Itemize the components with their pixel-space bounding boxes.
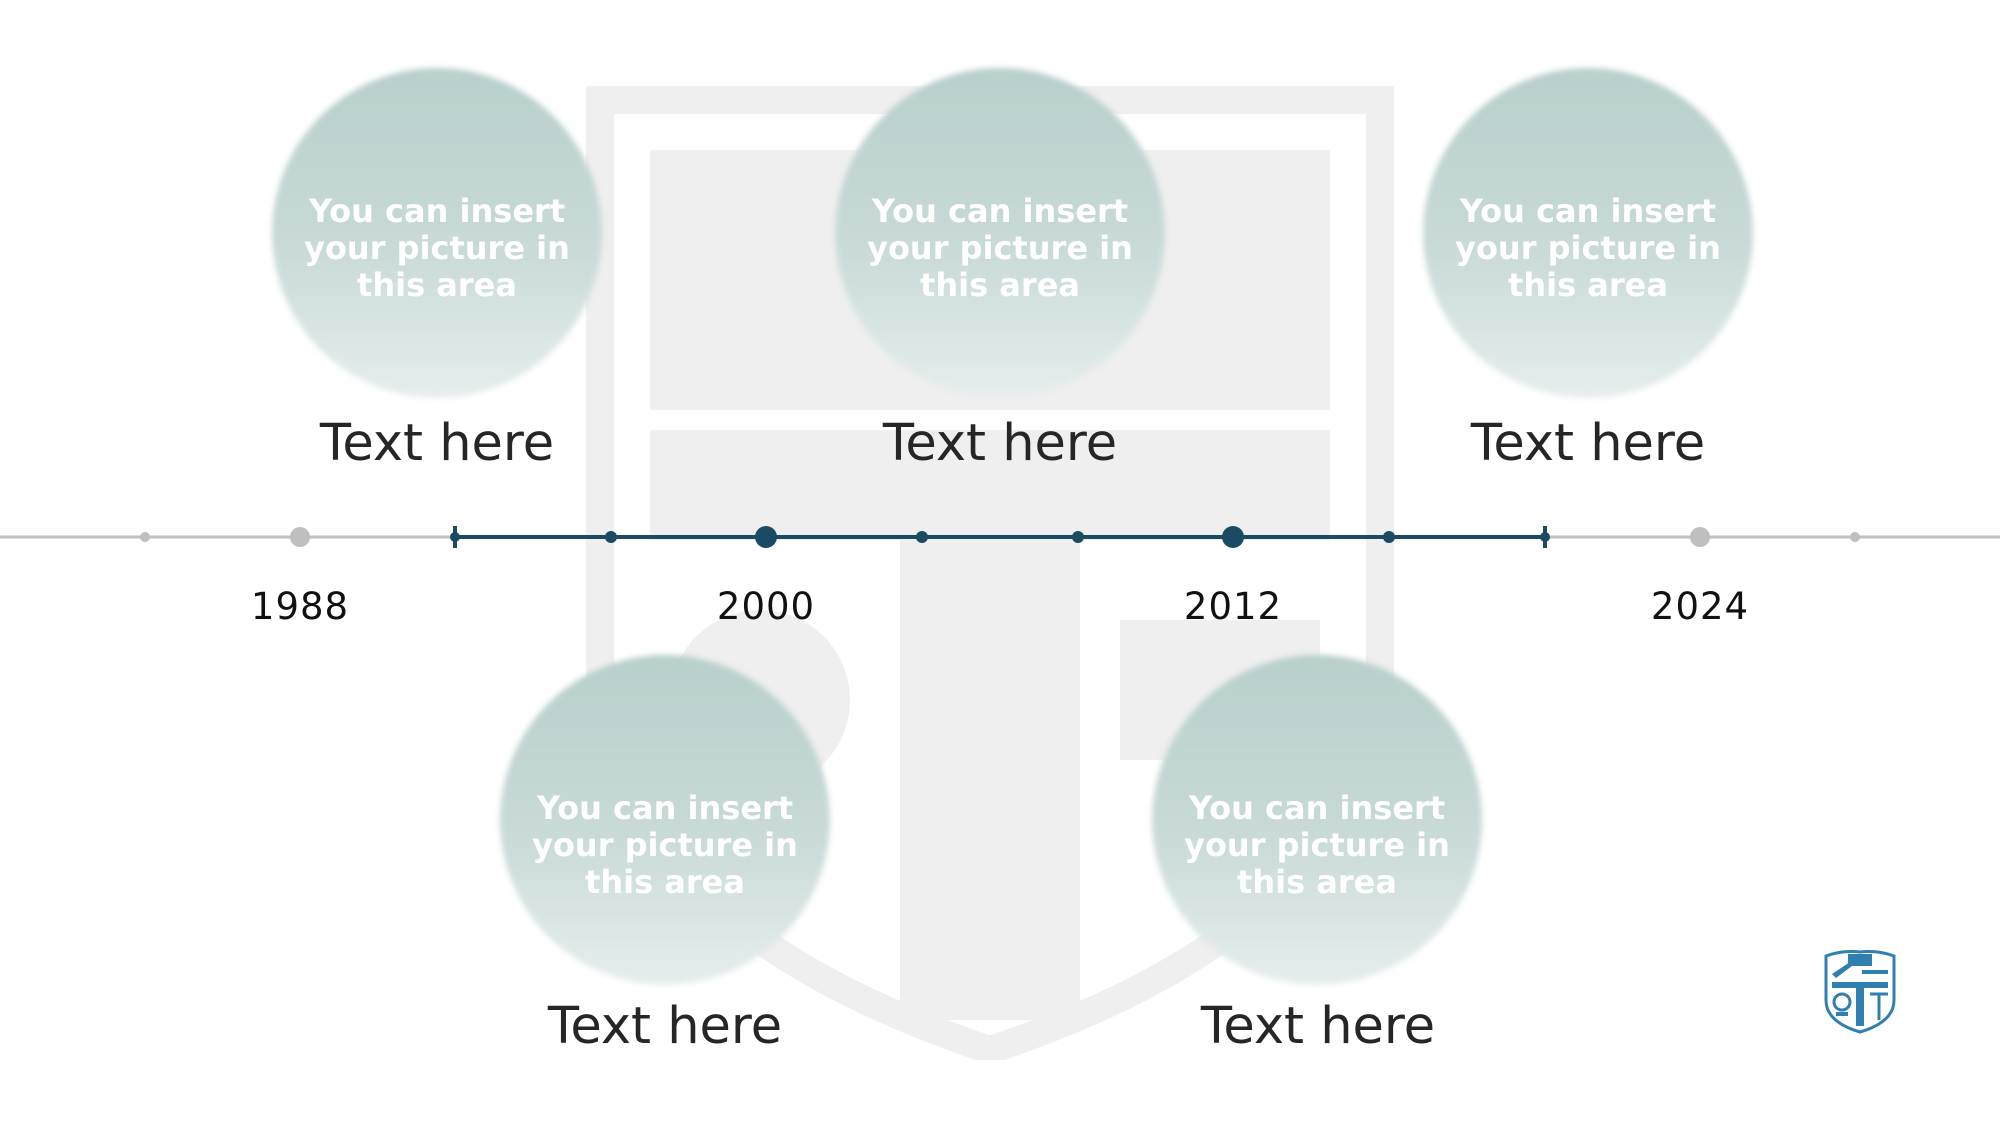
timeline-dot xyxy=(290,527,310,547)
timeline-dot xyxy=(1850,532,1860,542)
picture-placeholder-3-text: You can insert your picture in this area xyxy=(1455,191,1721,304)
year-label-2000: 2000 xyxy=(716,585,816,628)
year-label-2024: 2024 xyxy=(1650,585,1750,628)
picture-placeholder-2[interactable] xyxy=(835,68,1165,398)
timeline-dot xyxy=(605,531,617,543)
timeline-dot xyxy=(1540,532,1550,542)
picture-placeholder-2-text: You can insert your picture in this area xyxy=(867,191,1133,304)
timeline-dot xyxy=(1072,531,1084,543)
university-logo-icon xyxy=(1824,950,1896,1034)
caption-2[interactable]: Text here xyxy=(882,414,1118,473)
timeline-dot xyxy=(140,532,150,542)
picture-placeholder-3[interactable] xyxy=(1423,68,1753,398)
picture-placeholder-4-text: You can insert your picture in this area xyxy=(532,788,798,901)
caption-3[interactable]: Text here xyxy=(1470,414,1706,473)
picture-placeholder-4[interactable] xyxy=(500,655,830,985)
timeline-axis xyxy=(0,526,2000,548)
picture-placeholder-1[interactable] xyxy=(272,68,602,398)
timeline-dot xyxy=(916,531,928,543)
picture-placeholder-5-text: You can insert your picture in this area xyxy=(1184,788,1450,901)
timeline-dot xyxy=(450,532,460,542)
caption-4[interactable]: Text here xyxy=(547,997,783,1056)
timeline-dot xyxy=(1383,531,1395,543)
picture-placeholder-5[interactable] xyxy=(1152,655,1482,985)
caption-5[interactable]: Text here xyxy=(1200,997,1436,1056)
timeline-dot xyxy=(755,526,777,548)
timeline-dot xyxy=(1690,527,1710,547)
year-label-1988: 1988 xyxy=(250,585,350,628)
caption-1[interactable]: Text here xyxy=(319,414,555,473)
picture-placeholder-1-text: You can insert your picture in this area xyxy=(304,191,570,304)
timeline-dot xyxy=(1222,526,1244,548)
year-label-2012: 2012 xyxy=(1183,585,1283,628)
